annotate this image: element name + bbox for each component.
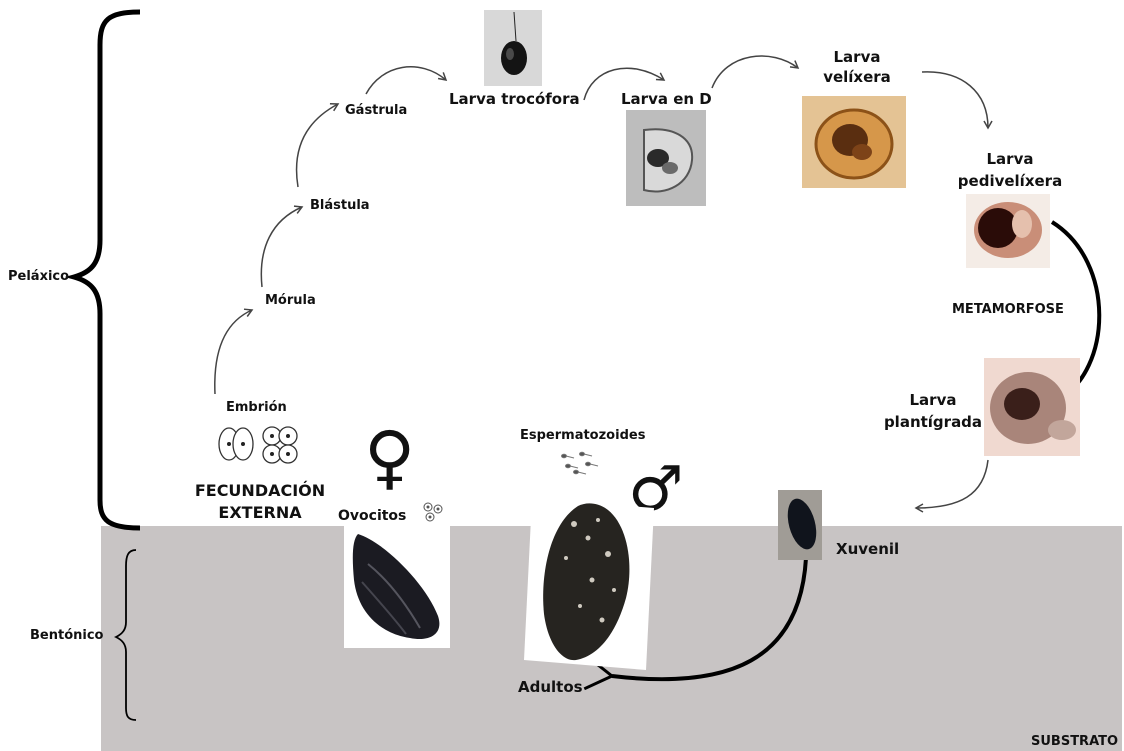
pelagic-label: Peláxico (8, 269, 69, 284)
substrate-label: SUBSTRATO (1031, 734, 1118, 749)
pediveliger-line-2: pedivelíxera (950, 170, 1070, 192)
arrow-gastrula-trochophore (366, 67, 446, 94)
benthic-brace (116, 550, 136, 720)
arrow-veliger-pediveliger (922, 72, 988, 128)
fertilization-line-2: EXTERNA (190, 502, 330, 524)
juvenile-label: Xuvenil (836, 540, 899, 558)
female-symbol: ♀ (364, 420, 415, 494)
morula-label: Mórula (265, 293, 316, 308)
veliger-line-2: velíxera (812, 67, 902, 87)
embryo-cells-image (216, 424, 306, 468)
juvenile-image (778, 490, 822, 560)
fertilization-line-1: FECUNDACIÓN (190, 480, 330, 502)
plantigrade-label: Larva plantígrada (878, 389, 988, 433)
trochophore-label: Larva trocófora (449, 90, 580, 108)
plantigrade-image (984, 358, 1080, 456)
veliger-label: Larva velíxera (812, 47, 902, 87)
oocytes-image (420, 500, 450, 524)
veliger-line-1: Larva (812, 47, 902, 67)
embryo-label: Embrión (226, 400, 287, 415)
sperm-image (556, 450, 606, 476)
pediveliger-image (966, 194, 1050, 268)
pediveliger-line-1: Larva (950, 148, 1070, 170)
arrow-dlarva-veliger (712, 56, 798, 88)
female-mussel-image (344, 524, 450, 648)
fertilization-label: FECUNDACIÓN EXTERNA (190, 480, 330, 524)
plantigrade-line-2: plantígrada (878, 411, 988, 433)
d-larva-label: Larva en D (621, 90, 712, 108)
arrow-morula-blastula (261, 207, 302, 287)
oocytes-label: Ovocitos (338, 508, 406, 524)
metamorphosis-label: METAMORFOSE (952, 302, 1064, 317)
arrow-plantigrade-juvenile (916, 460, 988, 508)
benthic-label: Bentónico (30, 628, 103, 643)
blastula-label: Blástula (310, 198, 370, 213)
arrow-embryo-morula (215, 310, 252, 394)
pelagic-brace (74, 12, 140, 528)
d-larva-image (626, 110, 706, 206)
sperm-label: Espermatozoides (520, 428, 645, 443)
male-mussel-image (522, 494, 656, 672)
trochophore-image (484, 10, 542, 86)
pediveliger-label: Larva pedivelíxera (950, 148, 1070, 192)
veliger-image (802, 96, 906, 188)
gastrula-label: Gástrula (345, 103, 407, 118)
plantigrade-line-1: Larva (878, 389, 988, 411)
adults-label: Adultos (518, 678, 583, 696)
arrow-blastula-gastrula (297, 104, 338, 187)
